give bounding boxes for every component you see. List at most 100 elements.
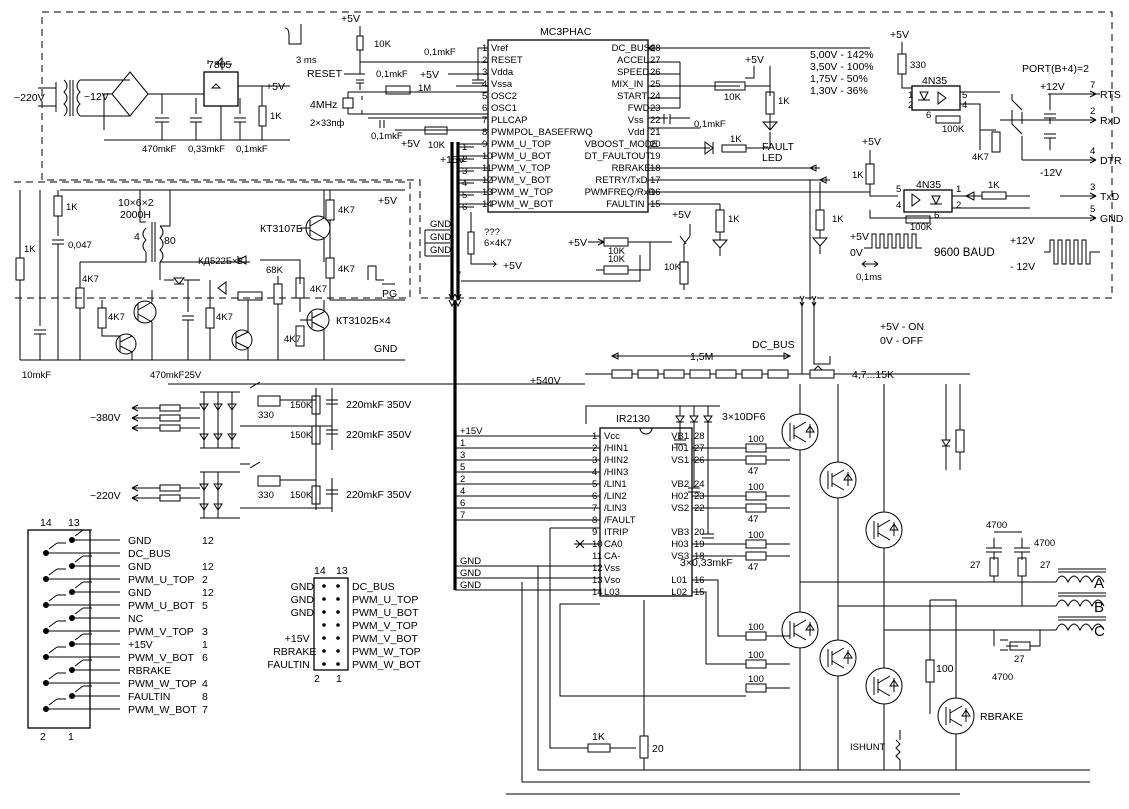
svg-text:1: 1: [908, 90, 913, 101]
flyback-r1k-b: [53, 195, 63, 217]
gate-resistor-label: 100: [748, 622, 764, 633]
ir2130-pin-num: 24: [694, 479, 705, 490]
divider-bottom-res: [809, 369, 835, 379]
pullup-array-resistor: [467, 231, 475, 255]
ir2130-gnd-label: GND: [460, 556, 481, 567]
ir2130-pin-num: 28: [694, 431, 705, 442]
flyback-5v: +5V: [378, 195, 397, 207]
ac-220-input: [131, 471, 240, 519]
gate-resistor: [745, 443, 767, 453]
uart2-r1k-tx: [981, 191, 1007, 200]
header-right-label: PWM_V_TOP: [352, 620, 418, 632]
pot-5v: +5V: [672, 209, 691, 221]
svg-text:5: 5: [962, 90, 967, 101]
mc3phac-pin-num: 5: [482, 91, 487, 102]
flyback-r4k7-d-label: 4K7: [338, 205, 355, 216]
bootstrap-diodes: [675, 415, 713, 423]
ir2130-bus-label: +15V: [460, 426, 483, 437]
ir2130-pin-num: 14: [592, 587, 603, 598]
connector-row-label: NC: [128, 613, 144, 625]
opto2-label: 4N35: [916, 179, 941, 191]
mc3phac-pin-name: PLLCAP: [491, 115, 527, 126]
ir2130-bus-label: 7: [460, 510, 465, 521]
wave-plus12: +12V: [1010, 235, 1035, 247]
fault-led: [761, 114, 779, 131]
flyback-r4k7-a-label: 4K7: [82, 274, 99, 285]
uart-pin-name: DTR: [1100, 155, 1122, 167]
opto2-r100k: [905, 215, 931, 224]
mc3phac-pin-num: 21: [650, 127, 661, 138]
mc3phac-pin-name: SPEED: [617, 67, 649, 78]
fuse: [159, 494, 181, 502]
vref-cap: 0,1mkF: [424, 47, 456, 58]
reset-5v: +5V: [341, 13, 360, 25]
header-pin: [322, 636, 326, 640]
uart-pin-num: 2: [1090, 106, 1095, 117]
rbrake-label: RBRAKE: [980, 711, 1023, 723]
header-left-label: GND: [291, 594, 315, 606]
connector-row-label: FAULTIN: [128, 691, 170, 703]
snubber-r27: 27: [1040, 560, 1051, 571]
ac-220-label: ~220V: [14, 92, 45, 104]
ir2130-pin-name: ITRIP: [604, 527, 628, 538]
header-right-label: PWM_U_BOT: [352, 607, 419, 619]
cap-033: 0,33mkF: [188, 144, 225, 155]
conn-top-14: 14: [40, 517, 52, 529]
uart2-r1k-label: 1K: [852, 170, 864, 181]
reset-cap: 0,1mkF: [376, 69, 408, 80]
flyback-r68k-res: [273, 283, 283, 305]
faultin-1k: 1K: [728, 214, 740, 225]
conn-bot-2: 2: [40, 731, 46, 743]
wave-rs232: [1044, 239, 1100, 265]
header-left-label: FAULTIN: [267, 659, 309, 671]
mc3phac-pin-num: 4: [482, 79, 487, 90]
connector-row-label: GND: [128, 561, 152, 573]
uart-minus12: -12V: [1040, 167, 1062, 179]
fault-resistor: [721, 144, 747, 153]
opto2-r100k-label: 100K: [910, 222, 933, 233]
mc3phac-pin-name: PWMPOL_BASEFRWQ: [491, 127, 593, 138]
port-label: PORT(B+4)=2: [1022, 63, 1089, 75]
mc3phac-pin-num: 24: [650, 91, 661, 102]
snubber-c4700: 4700: [1034, 538, 1055, 549]
header-pin: [322, 662, 326, 666]
svg-text:2: 2: [956, 200, 961, 211]
svg-text:4: 4: [896, 200, 901, 211]
diode-d1: [172, 277, 186, 285]
speed-pot: [679, 261, 689, 285]
uart-pin-name: RTS: [1100, 89, 1121, 101]
regulator-label: 7805: [208, 59, 232, 71]
mc3phac-pin-num: 6: [482, 103, 487, 114]
ir2130-gnd-label: GND: [460, 568, 481, 579]
ir2130-pin-name: CA-: [604, 551, 620, 562]
uart2-r1k: [865, 163, 875, 185]
wave-5v: +5V: [850, 231, 869, 243]
brake-gate-r100: [925, 659, 935, 683]
inrush-330-b: [257, 475, 281, 487]
uart-pin-name: GND: [1100, 213, 1124, 225]
mc3phac-title: MC3PHAC: [540, 26, 592, 38]
ir2130-pin-name: /LIN1: [604, 479, 627, 490]
connector-row-num: 5: [202, 600, 208, 612]
flyback-c10: 10mkF: [22, 370, 51, 381]
igbt-bridge: [781, 384, 975, 770]
ir2130-pin-name: L01: [671, 575, 687, 586]
mc3phac-pin-name: MIX_IN: [612, 79, 644, 90]
ir2130-pin-num: 9: [592, 527, 597, 538]
flyback-r1k-b-label: 1K: [66, 202, 78, 213]
flyback-r4k7-c-label: 4K7: [216, 312, 233, 323]
uart-pin-num: 3: [1090, 182, 1095, 193]
connector-row-label: PWM_U_BOT: [128, 600, 195, 612]
connector-row-label: PWM_W_TOP: [128, 678, 197, 690]
mc3phac-pin-name: Vss: [628, 115, 644, 126]
pullup-5v: +5V: [503, 260, 522, 272]
header-top-13: 13: [336, 565, 348, 577]
hv-cap-label: 220mkF 350V: [346, 429, 411, 441]
shunt-resistor: [895, 730, 901, 770]
mix-in-10k: 10K: [724, 92, 742, 103]
relay-off: 0V - OFF: [880, 335, 923, 347]
flyback-r1k-a: [15, 257, 25, 281]
